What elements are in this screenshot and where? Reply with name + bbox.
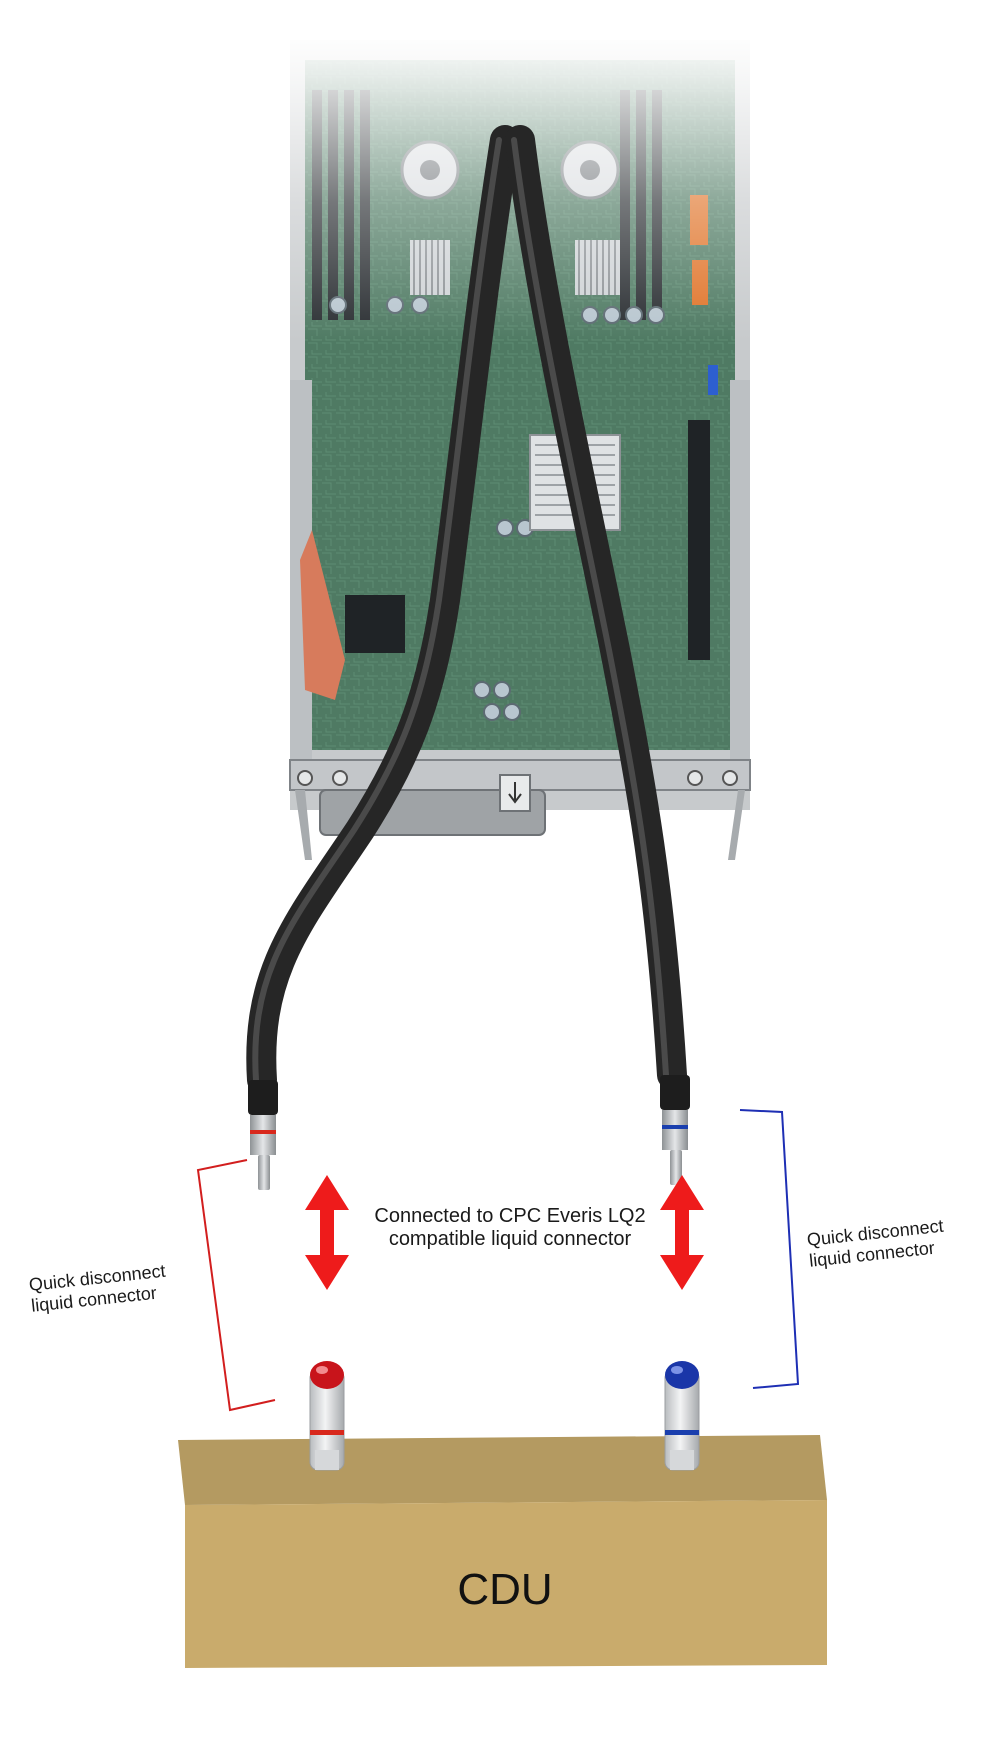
liquid-hose-icon [246, 125, 687, 1095]
quick-disconnect-plug-right-icon [660, 1075, 690, 1185]
quick-disconnect-socket-left-icon [309, 1361, 345, 1471]
connection-label-line-1: Connected to CPC Everis LQ2 [374, 1205, 646, 1227]
bracket-right-icon [739, 1109, 800, 1389]
bracket-left-icon [196, 1159, 276, 1412]
cdu-label: CDU [457, 1565, 553, 1614]
cdu-top-face [178, 1435, 827, 1505]
hose-left [246, 125, 520, 1095]
hose-right [505, 125, 687, 1090]
cdu-box [178, 1435, 827, 1668]
double-arrow-left-icon [305, 1175, 349, 1290]
double-arrow-right-icon [660, 1175, 704, 1290]
quick-disconnect-socket-right-icon [664, 1361, 700, 1471]
quick-disconnect-plug-left-icon [248, 1080, 278, 1190]
cdu-front-face [185, 1500, 827, 1668]
connection-label-line-2: compatible liquid connector [388, 1228, 632, 1250]
connection-label: Connected to CPC Everis LQ2 compatible l… [360, 1205, 660, 1251]
